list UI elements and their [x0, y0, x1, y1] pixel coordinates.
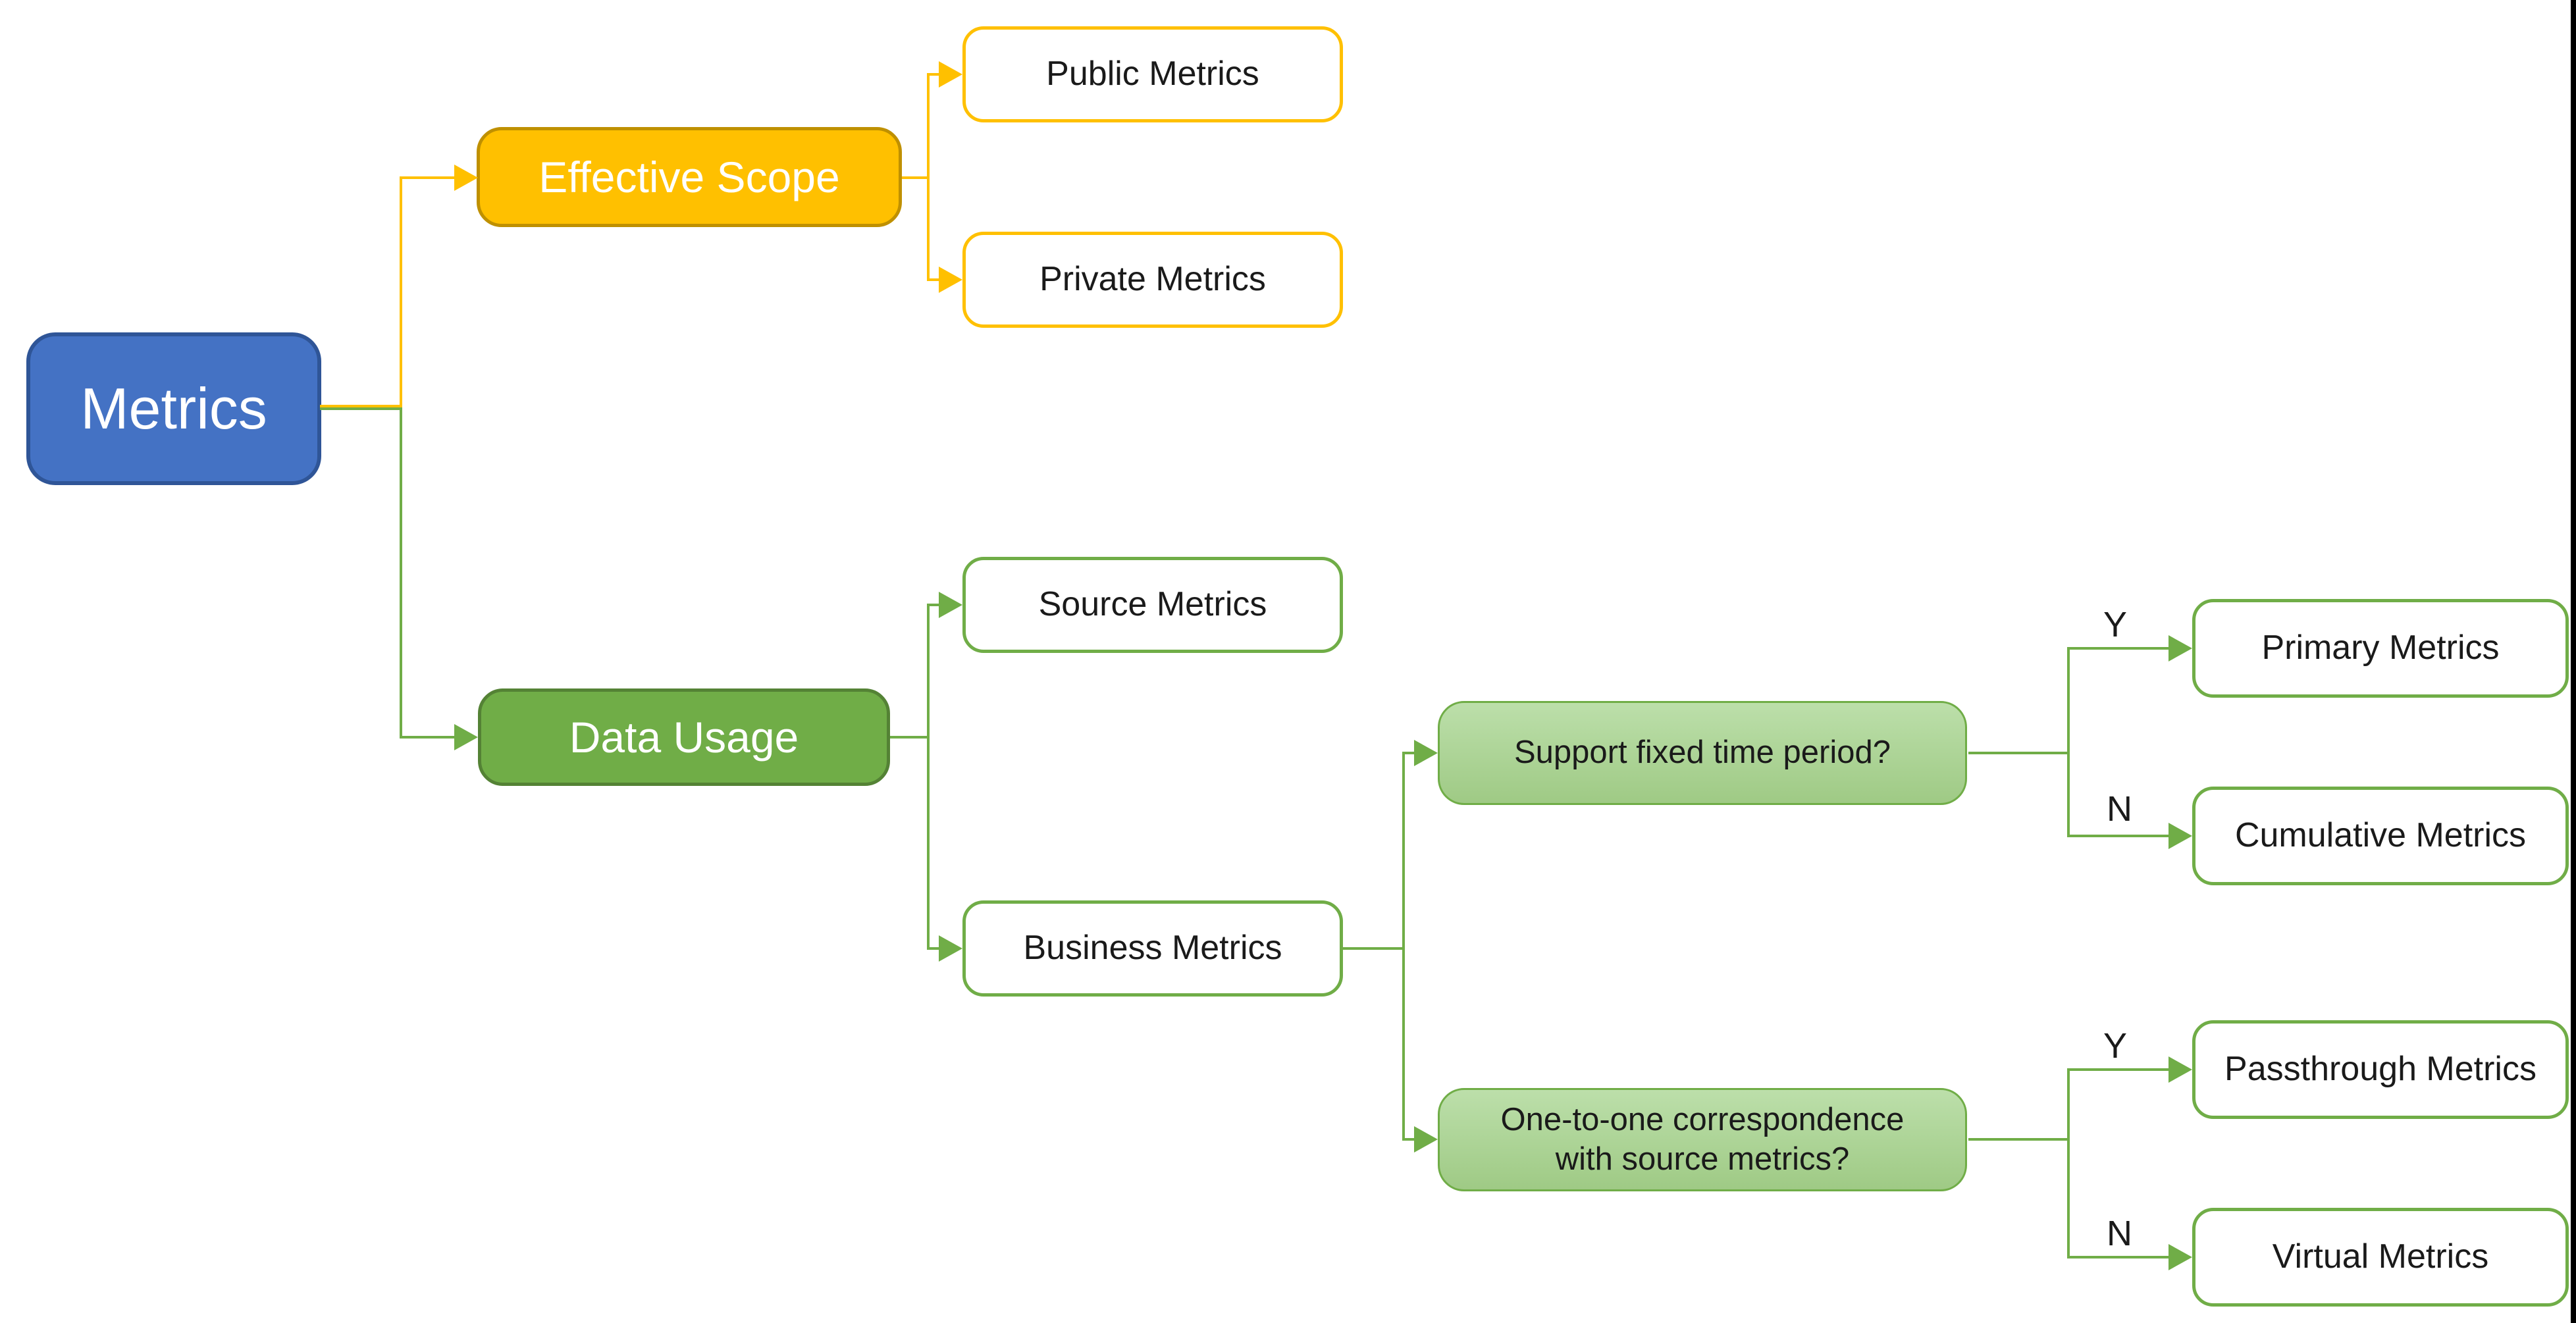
node-metrics-root: Metrics [26, 332, 321, 485]
arrowhead-data-usage [454, 724, 478, 750]
branch-label-yes-fixed-time: Y [2103, 605, 2128, 644]
node-passthrough-metrics: Passthrough Metrics [2192, 1020, 2569, 1119]
edge-one-to-one-out-stub [1968, 1138, 2068, 1141]
branch-label-yes-one-to-one: Y [2103, 1026, 2128, 1066]
edge-to-source-metrics [927, 604, 940, 606]
node-public-metrics: Public Metrics [962, 26, 1343, 122]
arrowhead-private-metrics [939, 267, 962, 293]
arrowhead-effective-scope [454, 165, 478, 191]
edge-to-virtual-metrics [2067, 1256, 2169, 1258]
edge-business-out-stub [1343, 947, 1405, 950]
edge-fixed-time-branch-vertical [2067, 647, 2070, 837]
edge-business-branch-vertical [1402, 752, 1405, 1141]
node-primary-metrics: Primary Metrics [2192, 599, 2569, 698]
edge-to-public-metrics [927, 73, 940, 76]
edge-to-passthrough-metrics [2067, 1068, 2169, 1071]
node-private-metrics: Private Metrics [962, 232, 1343, 328]
branch-label-no-fixed-time: N [2107, 789, 2132, 829]
arrowhead-primary-metrics [2169, 635, 2192, 662]
arrowhead-question-one-to-one [1414, 1126, 1438, 1153]
arrowhead-business-metrics [939, 935, 962, 962]
arrowhead-source-metrics [939, 592, 962, 618]
branch-label-no-one-to-one: N [2107, 1214, 2132, 1253]
arrowhead-public-metrics [939, 61, 962, 88]
edge-metrics-to-scope-horizontal [400, 176, 454, 179]
node-cumulative-metrics: Cumulative Metrics [2192, 787, 2569, 885]
edge-metrics-to-usage-vertical [400, 407, 402, 739]
edge-usage-out-stub [890, 736, 928, 739]
edge-fixed-time-out-stub [1968, 752, 2068, 754]
arrowhead-question-fixed-time [1414, 740, 1438, 766]
edge-metrics-to-scope-vertical [400, 176, 402, 407]
arrowhead-cumulative-metrics [2169, 823, 2192, 849]
node-virtual-metrics: Virtual Metrics [2192, 1208, 2569, 1307]
edge-scope-out-stub [902, 176, 930, 179]
edge-to-business-metrics [927, 947, 940, 950]
edge-to-cumulative-metrics [2067, 835, 2169, 837]
node-effective-scope: Effective Scope [477, 127, 902, 227]
edge-to-question-fixed-time [1402, 752, 1414, 754]
node-source-metrics: Source Metrics [962, 557, 1343, 653]
edge-to-private-metrics [927, 278, 940, 281]
edge-to-primary-metrics [2067, 647, 2169, 650]
screen-right-edge-bar [2571, 0, 2576, 1323]
edge-metrics-to-usage-horizontal [400, 736, 454, 739]
node-data-usage: Data Usage [478, 688, 890, 786]
arrowhead-passthrough-metrics [2169, 1056, 2192, 1083]
edge-to-question-one-to-one [1402, 1138, 1414, 1141]
node-business-metrics: Business Metrics [962, 900, 1343, 997]
edge-scope-branch-vertical [927, 73, 930, 281]
node-question-one-to-one-correspondence: One-to-one correspondence with source me… [1438, 1088, 1967, 1191]
node-question-fixed-time-period: Support fixed time period? [1438, 701, 1967, 805]
arrowhead-virtual-metrics [2169, 1244, 2192, 1270]
edge-one-to-one-branch-vertical [2067, 1068, 2070, 1258]
edge-metrics-trunk-yellow [320, 405, 402, 407]
edge-metrics-trunk-green [320, 407, 402, 410]
edge-usage-branch-vertical [927, 604, 930, 950]
